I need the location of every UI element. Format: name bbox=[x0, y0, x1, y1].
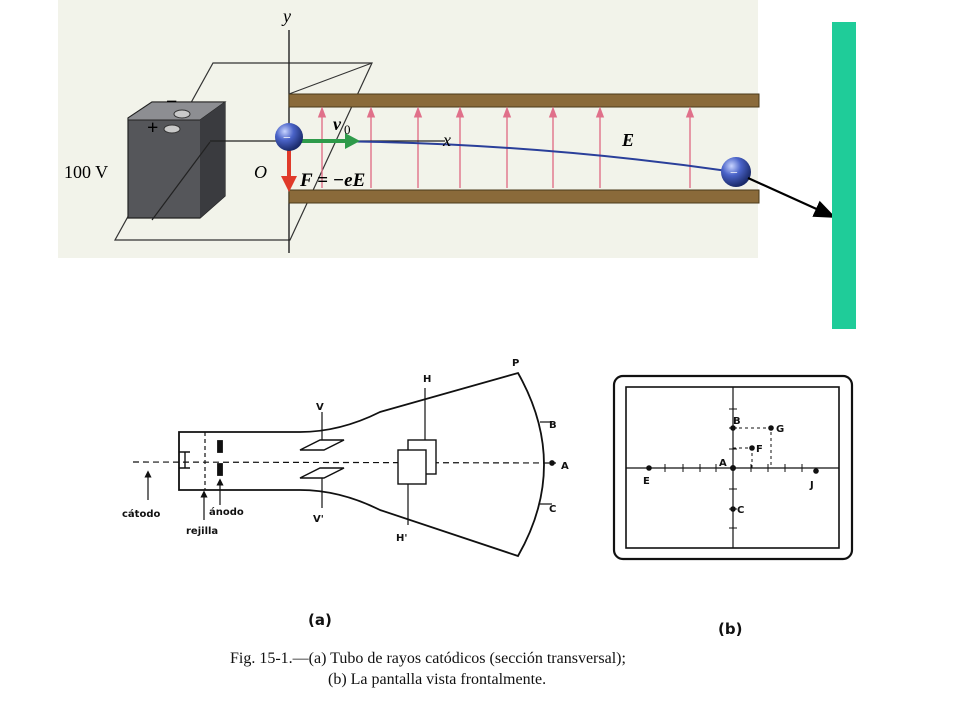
screen-label-A: A bbox=[719, 458, 727, 469]
electron-start bbox=[275, 123, 303, 151]
point-J bbox=[813, 468, 819, 474]
cathode-ray-tube bbox=[132, 371, 557, 558]
exit-path-arrow bbox=[747, 176, 837, 218]
electron-end bbox=[721, 157, 751, 187]
point-F bbox=[749, 445, 755, 451]
label-Vp: V' bbox=[313, 514, 324, 525]
caption-line-1: Fig. 15-1.—(a) Tubo de rayos catódicos (… bbox=[230, 650, 626, 667]
detection-screen bbox=[832, 22, 856, 329]
battery-terminal-minus bbox=[173, 109, 191, 119]
label-field: E bbox=[621, 130, 634, 150]
label-velocity: v bbox=[333, 114, 342, 134]
label-x-axis: x bbox=[442, 130, 451, 150]
point-G bbox=[768, 425, 774, 431]
cathode-filament bbox=[179, 451, 190, 469]
field-arrows bbox=[317, 106, 695, 188]
figure-caption: Fig. 15-1.—(a) Tubo de rayos catódicos (… bbox=[230, 648, 790, 690]
label-Hp: H' bbox=[396, 533, 407, 544]
point-A bbox=[730, 465, 736, 471]
tube-labels: P B A C V V' H H' cátodo rejilla ánodo (… bbox=[122, 358, 569, 629]
label-rejilla: rejilla bbox=[186, 526, 218, 537]
guide-F bbox=[733, 447, 753, 468]
label-H: H bbox=[423, 374, 431, 385]
battery-terminal-plus bbox=[163, 124, 181, 134]
screen-label-B: B bbox=[733, 416, 741, 427]
label-velocity-sub: 0 bbox=[344, 122, 351, 137]
screen-labels: B G F A E J C (b) bbox=[643, 416, 814, 638]
panel-label-a: (a) bbox=[308, 611, 332, 629]
label-C: C bbox=[549, 504, 556, 515]
screen-label-E: E bbox=[643, 476, 650, 487]
label-y-axis: y bbox=[281, 6, 291, 26]
screen-label-C: C bbox=[737, 505, 744, 516]
electron-trajectory bbox=[304, 140, 736, 173]
screen-outer-frame bbox=[612, 374, 854, 561]
top-physics-figure: y x O 100 V − + v 0 F = −eE E − − bbox=[58, 0, 856, 329]
panel-label-b: (b) bbox=[718, 620, 742, 638]
label-V: V bbox=[316, 402, 324, 413]
point-E bbox=[646, 465, 652, 471]
point-B bbox=[730, 425, 736, 431]
battery bbox=[127, 101, 227, 221]
label-origin: O bbox=[254, 162, 267, 182]
label-electron-end-sign: − bbox=[730, 166, 738, 181]
label-voltage: 100 V bbox=[64, 162, 108, 182]
label-A: A bbox=[561, 461, 569, 472]
label-P: P bbox=[512, 358, 519, 369]
label-electron-start-sign: − bbox=[283, 131, 291, 146]
vertical-deflector-V bbox=[299, 439, 345, 451]
screen-label-F: F bbox=[756, 444, 763, 455]
label-battery-plus: + bbox=[147, 117, 158, 139]
anode-upper bbox=[217, 440, 223, 453]
screen-label-G: G bbox=[776, 424, 784, 435]
upper-plate bbox=[288, 93, 760, 108]
anode-lower bbox=[217, 463, 223, 476]
screen-label-J: J bbox=[809, 480, 814, 491]
lower-plate bbox=[288, 189, 760, 204]
caption-line-2: (b) La pantalla vista frontalmente. bbox=[328, 671, 547, 688]
horizontal-deflector-Hp bbox=[397, 449, 427, 485]
vertical-deflector-Vp bbox=[299, 467, 345, 479]
label-catodo: cátodo bbox=[122, 508, 160, 520]
point-C bbox=[730, 506, 736, 512]
tube-outline bbox=[178, 371, 545, 558]
screen-ticks bbox=[664, 408, 803, 529]
label-B: B bbox=[549, 420, 557, 431]
label-anodo: ánodo bbox=[209, 506, 244, 518]
screen-points bbox=[646, 425, 819, 512]
label-battery-minus: − bbox=[166, 91, 177, 113]
tube-axis bbox=[132, 461, 557, 464]
label-force: F = −eE bbox=[299, 170, 365, 191]
